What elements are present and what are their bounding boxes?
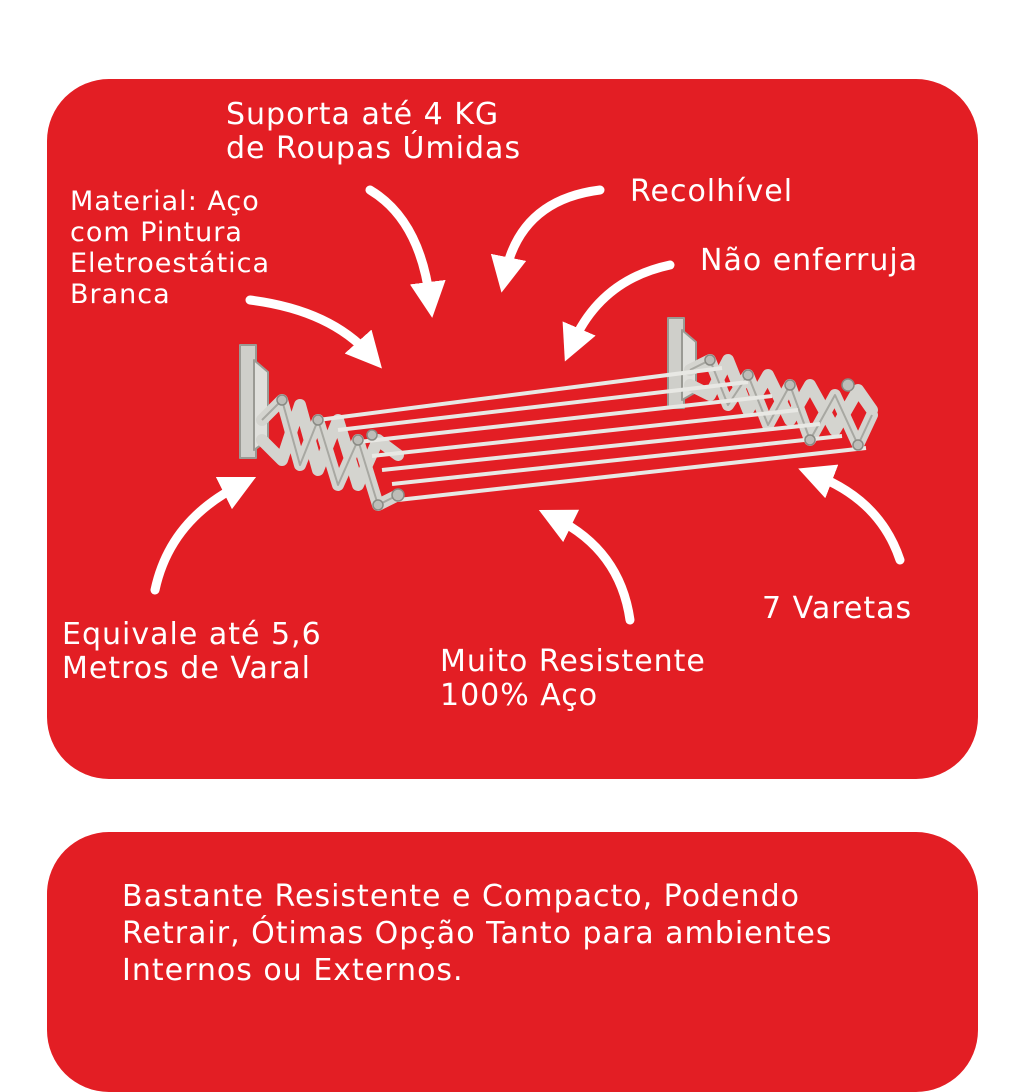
arrow-icon (538, 509, 635, 625)
description-line: Internos ou Externos. (122, 953, 464, 988)
drying-rack-icon (239, 317, 878, 511)
arrow-icon (798, 464, 905, 565)
description-line: Retrair, Ótimas Opção Tanto para ambient… (122, 916, 833, 951)
label-rustproof: Não enferruja (700, 243, 919, 278)
arrow-icon (490, 185, 605, 293)
label-rods: 7 Varetas (762, 591, 913, 626)
arrow-icon (562, 260, 675, 362)
arrow-group (150, 185, 905, 625)
product-illustration (150, 185, 905, 625)
arrow-icon (365, 185, 446, 318)
description-line: Bastante Resistente e Compacto, Podendo (122, 879, 800, 914)
label-retractable: Recolhível (630, 174, 794, 209)
arrow-icon (150, 476, 257, 595)
arrow-icon (245, 295, 382, 369)
description-text: Bastante Resistente e Compacto, Podendo … (122, 878, 942, 989)
